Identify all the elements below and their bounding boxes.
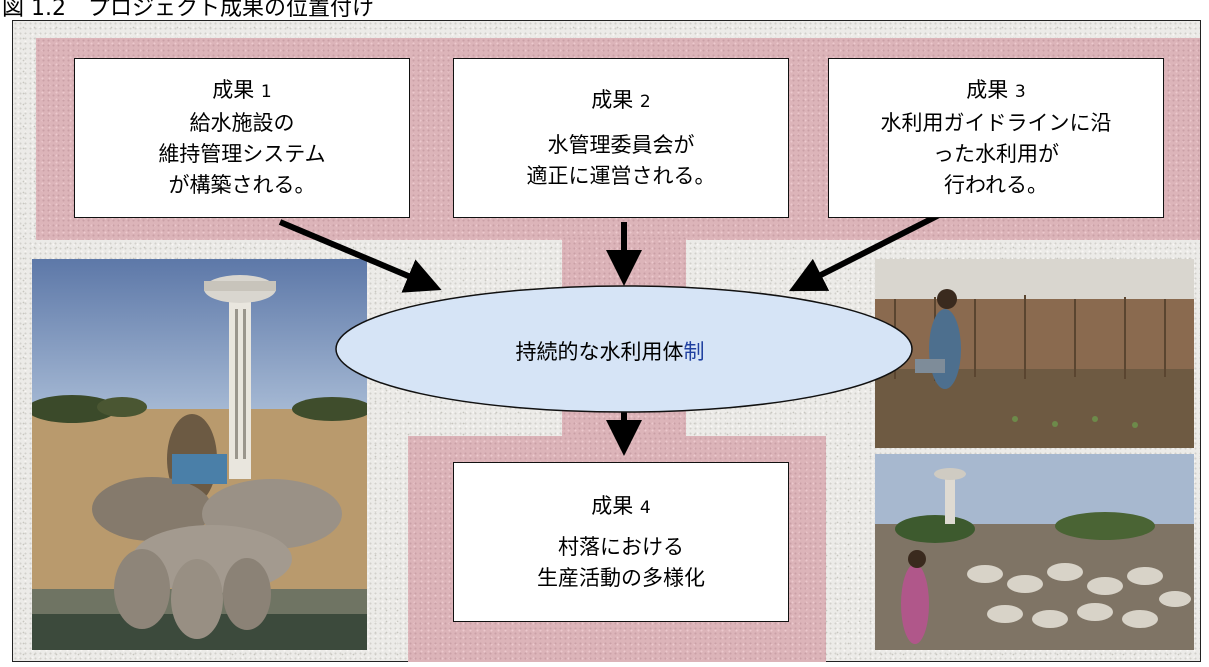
figure-caption: 図 1.2 プロジェクト成果の位置付け — [2, 0, 374, 21]
photo-goats-water-tower — [875, 454, 1194, 650]
output-box-1: 成果 1 給水施設の 維持管理システム が構築される。 — [74, 58, 410, 218]
photo-garden-watering — [875, 259, 1194, 448]
arrow-output1-to-center — [278, 219, 442, 293]
arrow-output3-to-center — [788, 209, 947, 292]
center-ellipse — [335, 285, 913, 413]
output-box-4: 成果 4 村落における 生産活動の多様化 — [453, 462, 789, 622]
output-box-3: 成果 3 水利用ガイドラインに沿 った水利用が 行われる。 — [828, 58, 1164, 218]
photo-water-tower-donkeys — [32, 259, 367, 650]
output-box-2: 成果 2 水管理委員会が 適正に運営される。 — [453, 58, 789, 218]
center-ellipse-label: 持続的な水利用体制 — [515, 340, 705, 364]
